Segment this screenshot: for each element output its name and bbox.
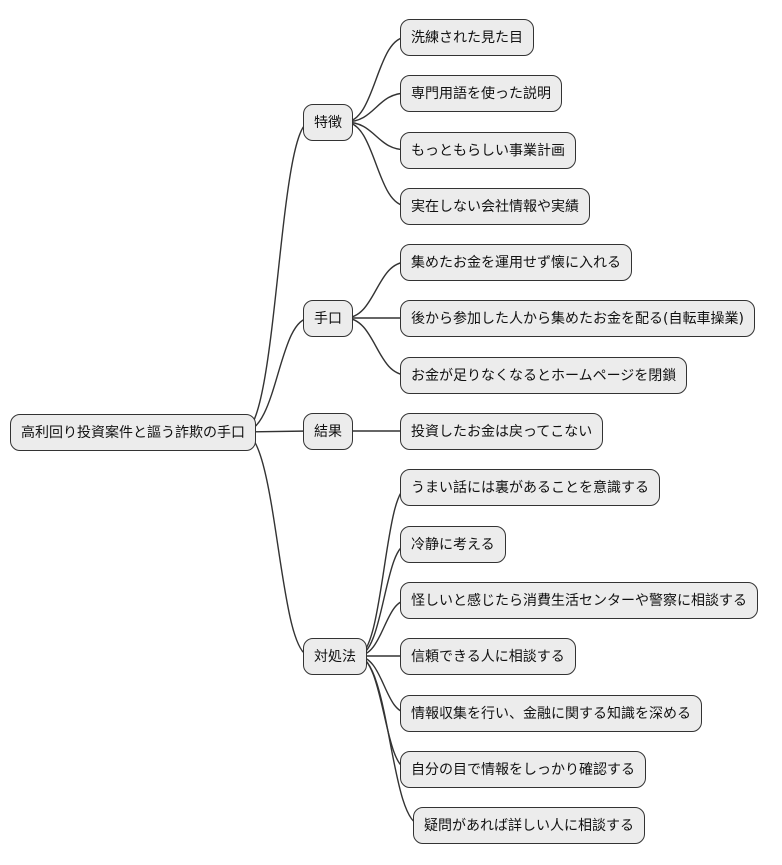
connector-line bbox=[344, 317, 408, 376]
leaf-node: 投資したお金は戻ってこない bbox=[400, 413, 604, 450]
leaf-node: もっともらしい事業計画 bbox=[400, 132, 576, 169]
branch-node-countermeasures: 対処法 bbox=[303, 638, 367, 675]
leaf-node: 疑問があれば詳しい人に相談する bbox=[413, 807, 645, 844]
leaf-node: 集めたお金を運用せず懐に入れる bbox=[400, 244, 632, 281]
connector-line bbox=[356, 655, 422, 826]
branch-node-result: 結果 bbox=[303, 413, 353, 450]
connector-line bbox=[242, 121, 311, 433]
leaf-node: 自分の目で情報をしっかり確認する bbox=[400, 751, 646, 788]
connector-line bbox=[344, 121, 408, 207]
connector-line bbox=[242, 431, 311, 657]
leaf-node: お金が足りなくなるとホームページを閉鎖 bbox=[400, 357, 688, 394]
leaf-node: うまい話には裏があることを意識する bbox=[400, 469, 660, 506]
mindmap-root-node: 高利回り投資案件と謳う詐欺の手口 bbox=[10, 414, 256, 451]
connector-line bbox=[242, 317, 311, 433]
connector-line bbox=[344, 121, 408, 151]
leaf-node: 信頼できる人に相談する bbox=[400, 638, 576, 675]
leaf-node: 専門用語を使った説明 bbox=[400, 75, 562, 112]
leaf-node: 情報収集を行い、金融に関する知識を深める bbox=[400, 695, 702, 732]
leaf-node: 洗練された見た目 bbox=[400, 19, 534, 56]
connector-line bbox=[344, 36, 408, 123]
branch-node-features: 特徴 bbox=[303, 104, 353, 141]
leaf-node: 後から参加した人から集めたお金を配る(自転車操業) bbox=[400, 300, 755, 337]
leaf-node: 怪しいと感じたら消費生活センターや警察に相談する bbox=[400, 582, 758, 619]
leaf-node: 実在しない会社情報や実績 bbox=[400, 188, 590, 225]
branch-node-methods: 手口 bbox=[303, 300, 353, 337]
connector-line bbox=[344, 261, 408, 319]
leaf-node: 冷静に考える bbox=[400, 526, 506, 563]
connector-line bbox=[344, 92, 408, 123]
